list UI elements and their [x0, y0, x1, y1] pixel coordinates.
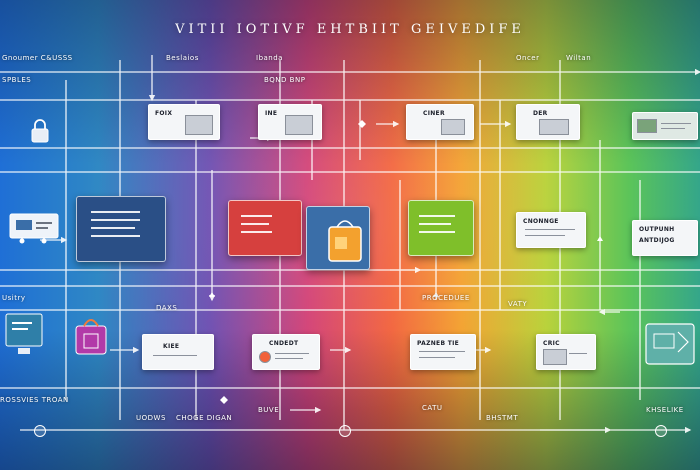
diagram-title: VITII IOTIVF EHTBIIT GEIVEDIFE — [175, 22, 525, 37]
label-choge: CHOGE DIGAN — [176, 414, 233, 422]
flow-marker — [209, 292, 215, 297]
label-top-oncer: Oncer — [516, 54, 540, 62]
label-uodws: UODWS — [136, 414, 166, 422]
label-catu: CATU — [422, 404, 443, 412]
label-bhstmt: BHSTMT — [486, 414, 519, 422]
card-top-3-label: CINER — [423, 110, 445, 117]
card-top-1-label: FOIX — [155, 110, 173, 117]
card-bot-2-label: CNDEDT — [269, 340, 299, 347]
bag-icon — [74, 316, 108, 356]
flow-marker — [220, 396, 228, 404]
flow-node — [655, 425, 667, 437]
image-icon — [285, 115, 313, 135]
label-buve: BUVE — [258, 406, 280, 414]
image-icon — [543, 349, 567, 365]
card-bot-4-label: CRIC — [543, 340, 560, 347]
card-right-out: OUTPUNH ANTDIJOG — [632, 220, 698, 256]
card-top-4-label: DER — [533, 110, 548, 117]
card-right-mid-label: CNONNGE — [523, 218, 559, 225]
label-procedure: PROCEDUEE — [422, 294, 470, 302]
image-icon — [637, 119, 657, 133]
card-top-1: FOIX — [148, 104, 220, 140]
image-icon — [539, 119, 569, 135]
panel-red — [228, 200, 302, 256]
flow-node — [34, 425, 46, 437]
flow-marker — [358, 120, 366, 128]
card-right-out-sub: ANTDIJOG — [639, 237, 675, 244]
flow-node — [339, 425, 351, 437]
card-right-out-label: OUTPUNH — [639, 226, 675, 233]
flow-marker — [433, 292, 439, 297]
label-usitry: Usitry — [2, 294, 26, 302]
cart-icon — [8, 210, 60, 244]
folder-icon — [644, 322, 696, 368]
panel-cart — [306, 206, 370, 270]
label-spbles: SPBLES — [2, 76, 32, 84]
card-top-2-label: INE — [265, 110, 278, 117]
card-bot-3: PAZNEB TIE — [410, 334, 476, 370]
card-bot-2: CNDEDT — [252, 334, 320, 370]
label-daxs: DAXS — [156, 304, 178, 312]
label-bottom-right: KHSELIKE — [646, 406, 684, 414]
label-vaty: VATY — [508, 300, 528, 308]
shopping-bag-icon — [328, 220, 362, 262]
label-top-sub: BQND BNP — [264, 76, 306, 84]
card-bot-1: KIEE — [142, 334, 214, 370]
card-bot-1-label: KIEE — [163, 343, 180, 350]
circle-icon — [259, 351, 271, 363]
card-top-3: CINER — [406, 104, 474, 140]
image-icon — [185, 115, 213, 135]
flow-marker — [597, 236, 603, 241]
image-icon — [441, 119, 465, 135]
label-top-banda: Ibanda — [256, 54, 283, 62]
card-top-5 — [632, 112, 698, 140]
card-bot-3-label: PAZNEB TIE — [417, 340, 460, 347]
card-top-2: INE — [258, 104, 322, 140]
card-bot-4: CRIC — [536, 334, 596, 370]
panel-blue — [76, 196, 166, 262]
label-top-banks: Beslaios — [166, 54, 199, 62]
label-top-left: Gnoumer C&USSS — [2, 54, 73, 62]
card-top-4: DER — [516, 104, 580, 140]
monitor-icon — [4, 312, 44, 358]
label-top-wiltan: Wiltan — [566, 54, 592, 62]
label-left-bottom: ROSSVIES TROAN — [0, 396, 69, 404]
lock-icon — [30, 118, 50, 144]
card-right-mid: CNONNGE — [516, 212, 586, 248]
panel-green — [408, 200, 474, 256]
